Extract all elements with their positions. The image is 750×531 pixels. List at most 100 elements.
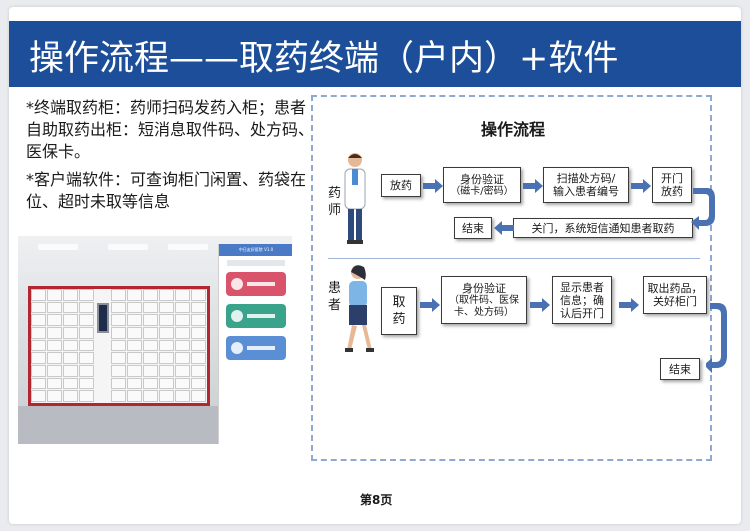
cabinet-door <box>111 327 126 339</box>
flow-title: 操作流程 <box>481 120 546 139</box>
cabinet-door <box>159 377 174 390</box>
cabinet-door <box>127 301 142 314</box>
cabinet-door <box>31 390 46 402</box>
cabinet-door <box>143 390 158 402</box>
cabinet-door <box>79 352 94 364</box>
cabinet-door <box>111 377 126 390</box>
ceiling-light <box>38 244 78 250</box>
cabinet-door <box>143 314 158 326</box>
slide-title: 操作流程——取药终端（户内）+软件 <box>29 39 619 79</box>
cabinet-door <box>79 314 94 326</box>
right-arrow-icon <box>423 179 443 193</box>
right-arrow-icon <box>631 179 651 193</box>
step-scan-prescription: 扫描处方码/ 输入患者编号 <box>543 167 629 203</box>
app-card-green <box>226 304 286 328</box>
cabinet-door <box>63 289 78 301</box>
step-patient-end: 结束 <box>660 358 700 380</box>
cabinet-door <box>31 365 46 377</box>
cabinet-door <box>63 352 78 364</box>
step-patient-auth: 身份验证 （取件码、医保 卡、处方码） <box>441 276 527 324</box>
left-arrow-icon <box>494 221 514 235</box>
right-arrow-icon <box>523 179 543 193</box>
page-number: 第8页 <box>360 493 393 507</box>
cabinet-door <box>191 365 206 377</box>
cabinet-door <box>143 339 158 352</box>
down-turn-arrow-icon <box>706 303 727 373</box>
app-card-red <box>226 272 286 296</box>
role-patient: 患者 <box>328 281 342 313</box>
cabinet-door <box>191 390 206 402</box>
cabinet-door <box>175 327 190 339</box>
step-place-medicine: 放药 <box>381 174 421 197</box>
cabinet-door <box>191 301 206 314</box>
cabinet-door <box>143 289 158 301</box>
step-pharmacist-end: 结束 <box>454 217 492 239</box>
cabinet-door <box>31 327 46 339</box>
cabinet-photo: 中日友好医院 V1.0 <box>18 236 292 444</box>
patient-figure-icon <box>345 265 374 352</box>
step-close-notify: 关门，系统短信通知患者取药 <box>513 218 693 238</box>
cabinet-touchscreen <box>97 303 109 333</box>
cabinet-door <box>159 301 174 314</box>
cabinet-door <box>63 365 78 377</box>
cabinet-door <box>31 339 46 352</box>
cabinet-door <box>143 327 158 339</box>
cabinet-door <box>191 352 206 364</box>
cabinet-door <box>127 377 142 390</box>
cabinet-door <box>127 352 142 364</box>
cabinet-door <box>31 352 46 364</box>
medicine-cabinet <box>28 286 210 406</box>
cabinet-door <box>31 301 46 314</box>
cabinet-door <box>47 352 62 364</box>
cabinet-door <box>63 314 78 326</box>
cabinet-door <box>63 301 78 314</box>
cabinet-door <box>191 327 206 339</box>
cabinet-door <box>159 339 174 352</box>
cabinet-door <box>175 289 190 301</box>
cabinet-door <box>159 289 174 301</box>
cabinet-door <box>143 365 158 377</box>
cabinet-door <box>63 339 78 352</box>
right-arrow-icon <box>619 298 639 312</box>
cabinet-door <box>47 365 62 377</box>
cabinet-door <box>111 314 126 326</box>
cabinet-door <box>31 377 46 390</box>
cabinet-door <box>159 365 174 377</box>
cabinet-door <box>63 377 78 390</box>
cabinet-door <box>79 377 94 390</box>
cabinet-door <box>127 365 142 377</box>
cabinet-door <box>143 352 158 364</box>
right-arrow-icon <box>530 298 550 312</box>
cabinet-door <box>31 289 46 301</box>
cabinet-door <box>191 314 206 326</box>
lane-separator <box>328 258 700 259</box>
cabinet-door <box>175 365 190 377</box>
cabinet-door <box>47 301 62 314</box>
pharmacist-figure-icon <box>344 153 366 244</box>
cabinet-door <box>111 289 126 301</box>
cabinet-door <box>47 339 62 352</box>
cabinet-door <box>159 390 174 402</box>
down-turn-arrow-icon <box>691 188 715 230</box>
cabinet-door <box>175 390 190 402</box>
cabinet-door <box>79 390 94 402</box>
ceiling-light <box>168 244 208 250</box>
cabinet-door <box>47 327 62 339</box>
cabinet-door <box>175 301 190 314</box>
cabinet-door <box>191 289 206 301</box>
cabinet-door <box>63 327 78 339</box>
cabinet-door <box>127 314 142 326</box>
cabinet-door <box>127 339 142 352</box>
cabinet-door <box>111 339 126 352</box>
cabinet-door <box>143 377 158 390</box>
role-pharmacist: 药师 <box>328 186 342 218</box>
cabinet-door <box>127 289 142 301</box>
cabinet-door <box>111 301 126 314</box>
bullet-list: *终端取药柜：药师扫码发药入柜；患者自助取药出柜：短消息取件码、处方码、医保卡。… <box>26 97 316 219</box>
cabinet-door <box>175 377 190 390</box>
cabinet-door <box>175 339 190 352</box>
cabinet-door <box>127 390 142 402</box>
cabinet-door <box>143 301 158 314</box>
step-collect-close: 取出药品， 关好柜门 <box>643 276 707 314</box>
step-pharmacist-auth: 身份验证 （磁卡/密码） <box>443 167 521 203</box>
